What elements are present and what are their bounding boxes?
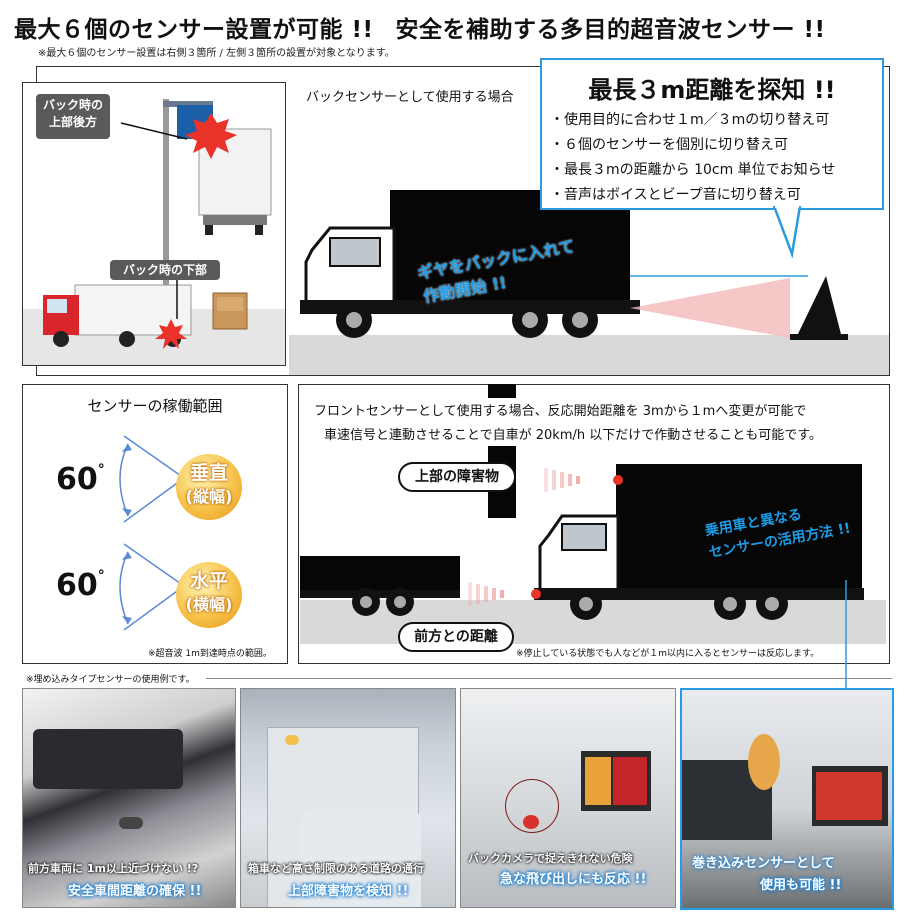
- front-text-line1: フロントセンサーとして使用する場合、反応開始距離を 3mから１mへ変更が可能で: [314, 404, 807, 419]
- callout-title: 最長３m距離を探知 !!: [588, 76, 836, 104]
- front-truck-illustration: [300, 384, 886, 644]
- distance-callout: 最長３m距離を探知 !! 使用目的に合わせ１m／３mの切り替え可 ６個のセンサー…: [540, 58, 884, 210]
- tag-rear-lower: バック時の下部: [110, 260, 220, 280]
- callout-item: 使用目的に合わせ１m／３mの切り替え可: [550, 108, 835, 133]
- headline: 最大６個のセンサー設置が可能 !! 安全を補助する多目的超音波センサー !!: [14, 10, 826, 44]
- photo-rear-lamp: [460, 688, 676, 908]
- vertical-angle: 60°: [56, 462, 105, 497]
- callout-item: 最長３mの距離から 10cm 単位でお知らせ: [550, 158, 835, 183]
- range-panel: [22, 384, 288, 664]
- tag-rear-upper: バック時の 上部後方: [36, 94, 110, 139]
- road: [289, 335, 889, 375]
- horizontal-label-2: (横幅): [185, 595, 233, 614]
- horizontal-label-1: 水平: [189, 570, 228, 592]
- front-text-line2: 車速信号と連動させることで自車が 20km/h 以下だけで作動させることも可能で…: [324, 428, 822, 443]
- photo2-caption-line2: 上部障害物を検知 !!: [288, 884, 409, 899]
- rear-inset-illustration: [23, 99, 285, 365]
- connector-line: [845, 580, 847, 692]
- callout-item: ６個のセンサーを個別に切り替え可: [550, 133, 835, 158]
- rear-caption: バックセンサーとして使用する場合: [306, 90, 514, 105]
- pill-front-distance: 前方との距離: [398, 622, 514, 652]
- photo1-caption-line2: 安全車間距離の確保 !!: [68, 884, 202, 899]
- callout-item: 音声はボイスとビープ音に切り替え可: [550, 183, 835, 208]
- photo3-caption-line1: バックカメラで捉えきれない危険: [468, 852, 633, 865]
- headline-note: ※最大６個のセンサー設置は右側３箇所 / 左側３箇所の設置が対象となります。: [38, 48, 395, 59]
- vertical-angle-diagram: [119, 435, 185, 523]
- degree-symbol: °: [97, 568, 105, 584]
- photo1-caption-line1: 前方車両に 1m以上近づけない !?: [28, 862, 199, 875]
- photos-divider: [206, 678, 892, 679]
- photo-box-top: [240, 688, 456, 908]
- headline-right: 安全を補助する多目的超音波センサー !!: [395, 17, 826, 43]
- photo3-caption-line2: 急な飛び出しにも反応 !!: [500, 872, 647, 887]
- callout-list: 使用目的に合わせ１m／３mの切り替え可 ６個のセンサーを個別に切り替え可 最長３…: [550, 108, 835, 208]
- vertical-badge: 垂直 (縦幅): [176, 454, 242, 520]
- photos-note: ※埋め込みタイプセンサーの使用例です。: [26, 675, 195, 685]
- vertical-label-2: (縦幅): [185, 487, 233, 506]
- horizontal-angle-diagram: [119, 543, 185, 631]
- range-title: センサーの稼働範囲: [87, 397, 223, 415]
- front-text: フロントセンサーとして使用する場合、反応開始距離を 3mから１mへ変更が可能で …: [314, 400, 822, 448]
- horizontal-angle-value: 60: [56, 568, 98, 603]
- vertical-angle-value: 60: [56, 462, 98, 497]
- horizontal-angle: 60°: [56, 568, 105, 603]
- front-note: ※停止している状態でも人などが１m以内に入るとセンサーは反応します。: [516, 649, 820, 659]
- rear-inset-panel: [22, 82, 286, 366]
- photo-front-bumper: [22, 688, 236, 908]
- headline-left: 最大６個のセンサー設置が可能 !!: [14, 17, 374, 43]
- photo-side-sensor: [680, 688, 894, 910]
- pill-upper-obstacle: 上部の障害物: [398, 462, 516, 492]
- photo4-caption-line2: 使用も可能 !!: [760, 878, 842, 893]
- horizontal-badge: 水平 (横幅): [176, 562, 242, 628]
- degree-symbol: °: [97, 462, 105, 478]
- photo4-caption-line1: 巻き込みセンサーとして: [692, 856, 835, 871]
- vertical-label-1: 垂直: [189, 462, 228, 484]
- callout-pointer: [772, 206, 802, 258]
- range-note: ※超音波 1m到達時点の範囲。: [148, 649, 272, 659]
- photo2-caption-line1: 箱車など高さ制限のある道路の通行: [248, 862, 424, 875]
